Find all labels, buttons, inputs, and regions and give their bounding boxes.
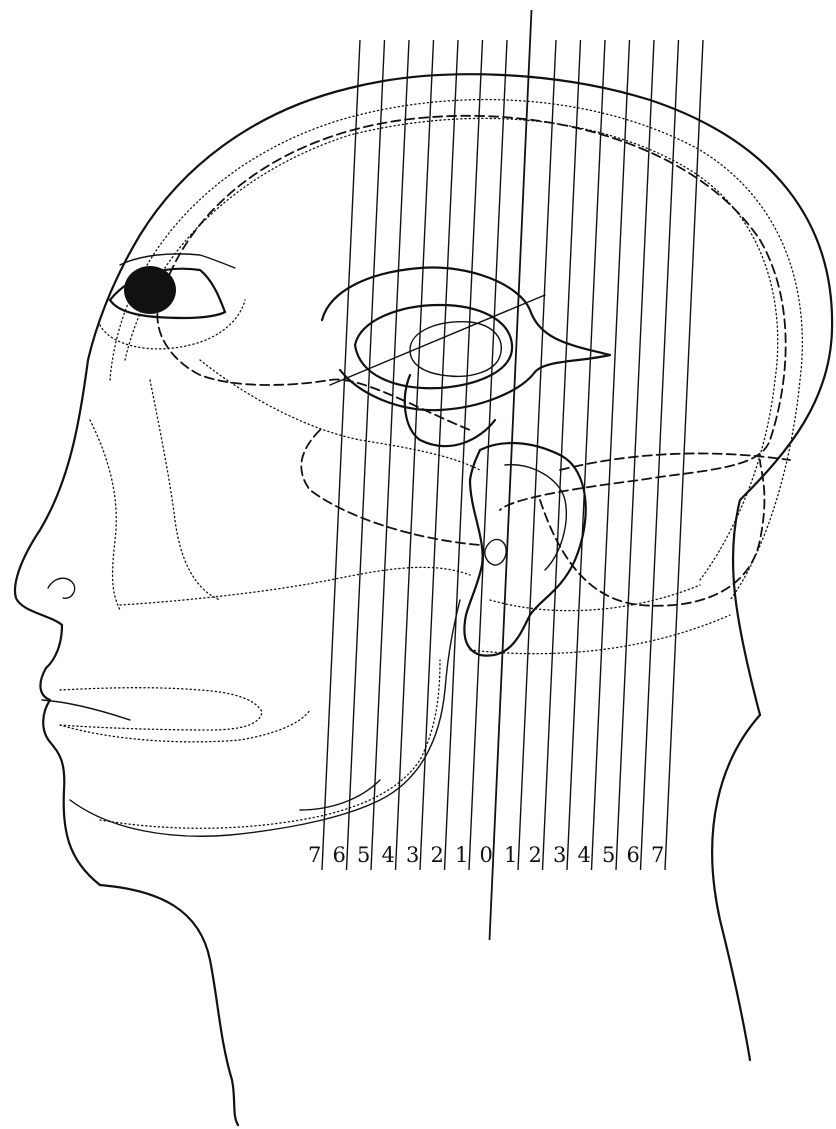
tentorium-outline xyxy=(560,453,790,470)
section-label-4: 3 xyxy=(406,843,419,867)
section-line-14 xyxy=(665,40,703,870)
section-label-6: 1 xyxy=(455,843,468,867)
section-label-2: 5 xyxy=(357,843,370,867)
section-label-14: 7 xyxy=(651,843,664,867)
section-label-8: 1 xyxy=(504,843,517,867)
mandible-outline xyxy=(70,600,460,836)
ventricle-axis-line xyxy=(330,295,545,385)
section-label-0: 7 xyxy=(308,843,321,867)
zygomatic-outline xyxy=(200,360,480,470)
cerebellum-outline xyxy=(540,460,764,606)
section-label-1: 6 xyxy=(333,843,346,867)
section-label-7: 0 xyxy=(480,843,493,867)
section-line-10 xyxy=(567,40,605,870)
skull-outline xyxy=(110,100,802,600)
front-neck-outline xyxy=(100,885,238,1125)
lips-line xyxy=(42,700,130,720)
section-line-0 xyxy=(322,40,360,870)
section-label-10: 3 xyxy=(553,843,566,867)
back-neck-outline xyxy=(712,715,760,1060)
section-line-9 xyxy=(543,40,581,870)
section-label-9: 2 xyxy=(529,843,542,867)
ear-outline xyxy=(464,443,585,656)
lower-teeth xyxy=(60,710,310,742)
section-label-11: 4 xyxy=(578,843,591,867)
section-line-11 xyxy=(592,40,630,870)
third-ventricle xyxy=(355,305,512,388)
section-label-13: 6 xyxy=(627,843,640,867)
section-label-3: 4 xyxy=(382,843,395,867)
mandible-inner xyxy=(100,660,440,828)
section-line-center xyxy=(490,10,532,940)
head-outline xyxy=(15,74,832,885)
section-line-4 xyxy=(420,40,458,870)
section-label-5: 2 xyxy=(431,843,444,867)
section-label-12: 5 xyxy=(602,843,615,867)
cheek-outline xyxy=(150,380,220,600)
section-line-3 xyxy=(396,40,434,870)
third-ventricle-inner xyxy=(410,322,501,377)
nasal-cavity xyxy=(90,420,120,610)
eyebrow xyxy=(120,254,235,268)
brain-outline xyxy=(160,116,786,510)
section-line-1 xyxy=(347,40,385,870)
eye-iris xyxy=(124,266,176,314)
section-line-2 xyxy=(371,40,409,870)
section-line-6 xyxy=(469,40,507,870)
maxilla-outline xyxy=(120,567,470,605)
nostril xyxy=(48,578,75,598)
ear-canal xyxy=(485,539,506,565)
